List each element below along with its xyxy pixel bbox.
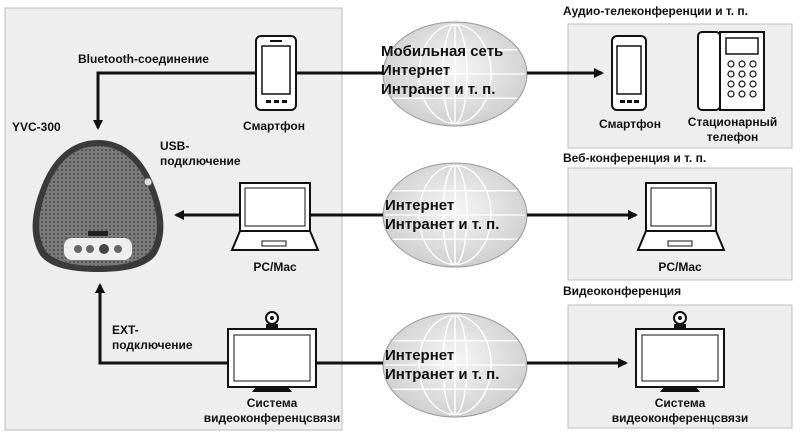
web-network-line2: Интранет и т. п. bbox=[385, 216, 500, 233]
video-system-line1: Система bbox=[246, 396, 298, 410]
bluetooth-label: Bluetooth-соединение bbox=[78, 52, 209, 66]
remote-smartphone-icon bbox=[611, 35, 647, 111]
mobile-network-label: Мобильная сеть Интернет Интранет и т. п. bbox=[381, 42, 503, 99]
video-network-label: Интернет Интранет и т. п. bbox=[385, 346, 499, 384]
device-label: YVC-300 bbox=[12, 120, 61, 134]
video-system-line2: видеоконференцсвязи bbox=[203, 411, 341, 425]
remote-video-system-label: Система видеоконференцсвязи bbox=[580, 396, 780, 426]
video-network-line1: Интернет bbox=[385, 347, 455, 364]
desk-phone-line2: телефон bbox=[706, 130, 759, 144]
remote-smartphone-label: Смартфон bbox=[598, 117, 662, 131]
usb-label: USB- подключение bbox=[160, 139, 241, 169]
pc-label: PC/Mac bbox=[253, 260, 297, 274]
laptop-icon bbox=[230, 182, 320, 251]
desk-phone-label: Стационарный телефон bbox=[680, 115, 785, 145]
smartphone-label: Смартфон bbox=[242, 119, 306, 133]
video-panel-title: Видеоконференция bbox=[563, 284, 682, 298]
remote-laptop-icon bbox=[636, 182, 726, 251]
remote-video-system-line2: видеоконференцсвязи bbox=[611, 411, 749, 425]
usb-label-line1: USB- bbox=[160, 139, 190, 153]
ext-label: EXT- подключение bbox=[112, 323, 193, 353]
usb-label-line2: подключение bbox=[160, 154, 241, 168]
mobile-network-line1: Мобильная сеть bbox=[381, 43, 504, 60]
mobile-network-line2: Интернет bbox=[381, 62, 451, 79]
video-system-icon bbox=[227, 311, 317, 392]
ext-label-line1: EXT- bbox=[112, 323, 139, 337]
smartphone-icon bbox=[255, 35, 297, 111]
ext-arrow bbox=[95, 283, 228, 365]
video-system-label: Система видеоконференцсвязи bbox=[172, 396, 372, 426]
web-panel-title: Веб-конференция и т. п. bbox=[563, 151, 707, 165]
speakerphone-icon bbox=[32, 140, 164, 272]
web-network-label: Интернет Интранет и т. п. bbox=[385, 196, 499, 234]
remote-video-system-line1: Система bbox=[654, 396, 706, 410]
mobile-network-line3: Интранет и т. п. bbox=[381, 81, 496, 98]
remote-pc-label: PC/Mac bbox=[658, 260, 702, 274]
desk-phone-icon bbox=[697, 31, 765, 111]
video-network-line2: Интранет и т. п. bbox=[385, 366, 500, 383]
remote-video-system-icon bbox=[635, 311, 725, 392]
bluetooth-arrow bbox=[93, 71, 256, 130]
ext-label-line2: подключение bbox=[112, 338, 193, 352]
globe-video bbox=[382, 312, 528, 418]
desk-phone-line1: Стационарный bbox=[687, 115, 778, 129]
web-network-line1: Интернет bbox=[385, 197, 455, 214]
audio-panel-title: Аудио-телеконференции и т. п. bbox=[563, 4, 748, 18]
